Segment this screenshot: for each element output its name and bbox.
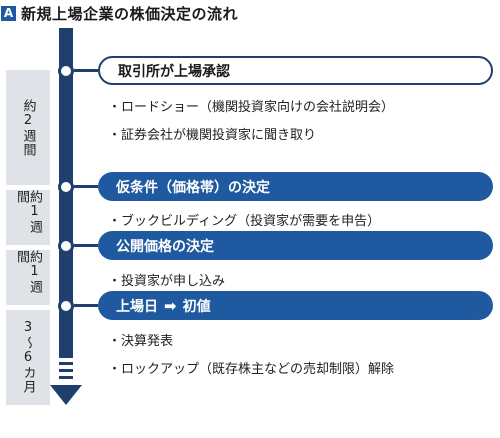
stage-label: 取引所が上場承認: [118, 63, 230, 80]
period-label: 約1週間: [14, 250, 42, 294]
figure-badge: A: [1, 5, 16, 21]
bullet-item: ・決算発表: [108, 334, 174, 349]
period-label: 約1週間: [14, 190, 42, 234]
stage-dot: [58, 238, 74, 254]
timeline-dash: [59, 376, 73, 379]
stage-provisional-price: 仮条件（価格帯）の決定: [98, 172, 493, 201]
bullet-item: ・ロードショー（機関投資家向けの会社説明会）: [108, 100, 395, 115]
stage-connector: [74, 69, 98, 72]
stage-dot: [58, 179, 74, 195]
stage-label-after: 初値: [182, 298, 211, 315]
stage-connector: [74, 304, 98, 307]
period-band-3: 約1週間: [6, 250, 50, 305]
right-arrow-icon: ➡: [164, 296, 177, 315]
bullet-item: ・ロックアップ（既存株主などの売却制限）解除: [108, 362, 395, 377]
stage-dot: [58, 298, 74, 314]
stage-listing-day: 上場日 ➡ 初値: [98, 291, 493, 320]
bullet-item: ・証券会社が機関投資家に聞き取り: [108, 128, 317, 143]
stage-connector: [74, 185, 98, 188]
stage-label: 仮条件（価格帯）の決定: [116, 179, 270, 196]
period-label: 3～6カ月: [20, 320, 36, 394]
timeline-dash: [59, 362, 73, 365]
stage-listing-approval: 取引所が上場承認: [98, 56, 493, 85]
stage-dot: [58, 63, 74, 79]
header: A 新規上場企業の株価決定の流れ: [0, 0, 238, 26]
stage-label: 公開価格の決定: [116, 238, 214, 255]
stage-label: 上場日: [116, 298, 158, 315]
timeline-arrow-head: [50, 385, 82, 405]
period-label: 約2週間: [20, 98, 36, 157]
timeline-dash: [59, 369, 73, 372]
bullet-item: ・ブックビルディング（投資家が需要を申告）: [108, 214, 381, 229]
period-band-2: 約1週間: [6, 190, 50, 245]
period-band-4: 3～6カ月: [6, 310, 50, 405]
stage-offering-price: 公開価格の決定: [98, 231, 493, 260]
bullet-item: ・投資家が申し込み: [108, 274, 226, 289]
stage-connector: [74, 244, 98, 247]
diagram-title: 新規上場企業の株価決定の流れ: [21, 4, 239, 23]
period-band-1: 約2週間: [6, 70, 50, 185]
